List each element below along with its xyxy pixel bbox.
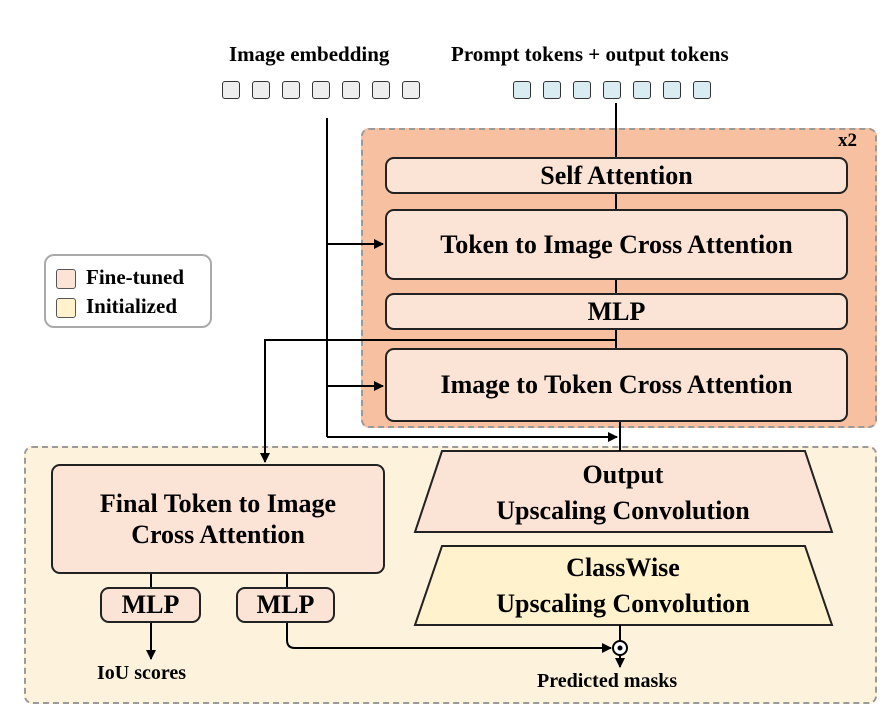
final-token-to-image-cross-attention-block: Final Token to Image Cross Attention	[51, 464, 385, 574]
image-token	[372, 81, 390, 99]
mask-mlp-block: MLP	[236, 587, 335, 623]
tokens-to-final-attention-arrow	[260, 339, 616, 463]
legend-initialized-label: Initialized	[86, 294, 178, 318]
image-embedding-label: Image embedding	[229, 42, 390, 66]
classwise-upscaling-line1: ClassWise	[566, 553, 680, 582]
prompt-token	[513, 81, 531, 99]
legend-fine-tuned-label: Fine-tuned	[86, 265, 185, 289]
image-token	[342, 81, 360, 99]
token-to-image-cross-attention-block: Token to Image Cross Attention	[385, 209, 848, 280]
mask-mlp-to-product-arrow	[286, 623, 612, 653]
output-upscaling-trapezoid	[413, 450, 834, 533]
legend: Fine-tuned Initialized	[44, 254, 212, 328]
output-upscaling-line1: Output	[582, 460, 664, 489]
prompt-token	[603, 81, 621, 99]
repeat-label: x2	[838, 130, 857, 151]
predicted-masks-label: Predicted masks	[537, 670, 678, 692]
classwise-upscaling-line2: Upscaling Convolution	[496, 589, 750, 618]
image-token	[252, 81, 270, 99]
dot-product-operator-center	[617, 645, 623, 651]
prompt-token	[663, 81, 681, 99]
iou-mlp-block: MLP	[100, 587, 201, 623]
prompt-token	[693, 81, 711, 99]
classwise-upscaling-trapezoid	[413, 545, 834, 626]
prompt-token	[633, 81, 651, 99]
output-upscaling-label: Output Upscaling Convolution	[420, 457, 826, 529]
iou-scores-label: IoU scores	[97, 662, 187, 684]
prompt-token	[543, 81, 561, 99]
self-attention-block: Self Attention	[385, 157, 848, 194]
output-upscaling-line2: Upscaling Convolution	[496, 496, 750, 525]
image-token	[312, 81, 330, 99]
image-token	[402, 81, 420, 99]
legend-initialized-swatch	[56, 298, 76, 318]
legend-fine-tuned-swatch	[56, 269, 76, 289]
final-attention-line1: Final Token to Image	[99, 488, 337, 518]
image-to-token-cross-attention-block: Image to Token Cross Attention	[385, 348, 848, 422]
decoder-mlp-block: MLP	[385, 293, 848, 330]
image-token	[282, 81, 300, 99]
classwise-upscaling-label: ClassWise Upscaling Convolution	[420, 550, 826, 622]
image-token	[222, 81, 240, 99]
prompt-tokens-label: Prompt tokens + output tokens	[451, 42, 729, 66]
prompt-token	[573, 81, 591, 99]
final-attention-line2: Cross Attention	[131, 520, 305, 549]
